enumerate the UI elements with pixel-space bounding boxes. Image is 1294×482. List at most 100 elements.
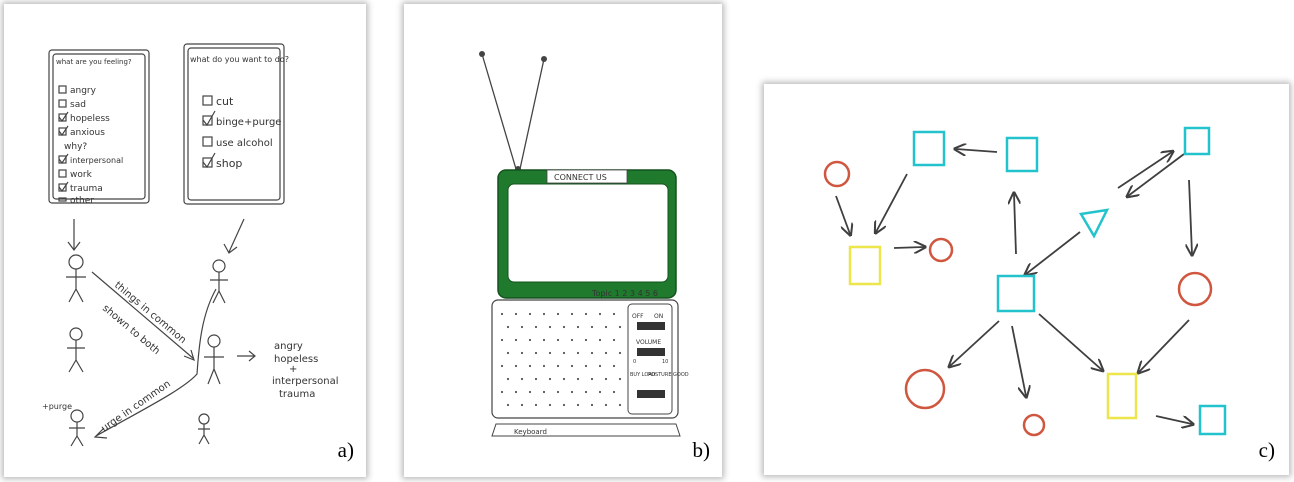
keyboard-dot: [549, 326, 551, 328]
keyboard-dot: [549, 352, 551, 354]
keyboard-dot: [563, 326, 565, 328]
mode-switch[interactable]: [637, 390, 665, 398]
keyboard-dot: [591, 352, 593, 354]
volume-max: 10: [662, 359, 668, 365]
keyboard-dot: [557, 391, 559, 393]
keyboard-dot: [599, 365, 601, 367]
result-line-3: +: [289, 364, 297, 375]
keyboard-dot: [599, 391, 601, 393]
result-line-1: angry: [274, 341, 303, 352]
reason-2: work: [70, 170, 93, 180]
keyboard-dot: [549, 378, 551, 380]
node-yellow-square: [850, 247, 880, 284]
sketch-panel-b: CONNECT US Topic 1 2 3 4 5 6 OFF ON VOLU…: [404, 4, 722, 477]
keyboard-dot: [571, 339, 573, 341]
keyboard-dot: [521, 404, 523, 406]
keyboard-dot: [557, 313, 559, 315]
keyboard-dot: [515, 313, 517, 315]
node-graph-sketch: [764, 84, 1289, 475]
keyboard-dot: [619, 326, 621, 328]
posture-good-label: POSTURE GOOD: [648, 372, 689, 378]
keyboard-dot: [563, 352, 565, 354]
keyboard-dot: [529, 313, 531, 315]
why-title: why?: [64, 142, 87, 152]
keyboard-dot: [577, 352, 579, 354]
sketch-panel-a: what are you feeling? angry sad hopeless…: [4, 4, 366, 477]
keyboard-dot: [577, 326, 579, 328]
keyboard-dot: [585, 391, 587, 393]
label-urge-in-common: urge in common: [99, 379, 172, 435]
keyboard-dot: [619, 352, 621, 354]
reason-1: interpersonal: [70, 156, 123, 165]
card-right-title: what do you want to do?: [190, 55, 289, 64]
switch-on-label: ON: [654, 313, 663, 320]
keyboard-dot: [543, 339, 545, 341]
keyboard-dot: [501, 365, 503, 367]
keyboard-dot: [591, 378, 593, 380]
keyboard-dot: [543, 391, 545, 393]
banner-text: CONNECT US: [554, 173, 607, 182]
result-line-4: interpersonal: [272, 376, 338, 387]
keyboard-dot: [501, 391, 503, 393]
keyboard-label: Keyboard: [514, 428, 547, 436]
reason-3: trauma: [70, 184, 103, 194]
keyboard-dot: [549, 404, 551, 406]
keyboard-dot: [585, 365, 587, 367]
keyboard-dot: [605, 326, 607, 328]
keyboard-dot: [619, 378, 621, 380]
action-1: cut: [216, 95, 234, 108]
keyboard-dot: [515, 365, 517, 367]
keyboard-dot: [577, 404, 579, 406]
keyboard-dot: [507, 326, 509, 328]
keyboard-dot: [613, 391, 615, 393]
feeling-3: hopeless: [70, 114, 110, 124]
volume-label: VOLUME: [636, 339, 661, 346]
panel-label-a: a): [338, 438, 354, 463]
keyboard-dot: [529, 339, 531, 341]
keyboard-dot: [543, 365, 545, 367]
volume-min: 0: [633, 359, 636, 365]
action-3: use alcohol: [216, 138, 273, 149]
keyboard-dot: [591, 404, 593, 406]
keyboard-dot: [557, 339, 559, 341]
action-4: shop: [216, 157, 242, 170]
node-cyan-triangle: [1081, 210, 1107, 236]
keyboard-dot: [501, 313, 503, 315]
keyboard-dot: [613, 339, 615, 341]
keyboard-dot: [571, 313, 573, 315]
keyboard-dot: [563, 378, 565, 380]
switch-off-label: OFF: [632, 313, 644, 320]
keyboard-dot: [507, 378, 509, 380]
keyboard-dot: [543, 313, 545, 315]
result-line-5: trauma: [279, 389, 315, 400]
keyboard-dot: [507, 404, 509, 406]
keyboard-dot: [557, 365, 559, 367]
keyboard-dot: [613, 313, 615, 315]
keyboard-dot: [507, 352, 509, 354]
keyboard-dot: [515, 339, 517, 341]
keyboard-dot: [599, 339, 601, 341]
keyboard-dot: [599, 313, 601, 315]
keyboard-dot: [585, 339, 587, 341]
keyboard-dot: [585, 313, 587, 315]
keyboard-dot: [501, 339, 503, 341]
keyboard-dot: [529, 365, 531, 367]
volume-slider[interactable]: [637, 348, 665, 356]
tv-prototype-sketch: CONNECT US Topic 1 2 3 4 5 6 OFF ON VOLU…: [404, 4, 722, 477]
label-things-in-common: things in common: [112, 280, 188, 346]
keyboard-dot: [605, 378, 607, 380]
keyboard-dot: [577, 378, 579, 380]
feeling-1: angry: [70, 86, 97, 96]
keyboard-dot: [605, 352, 607, 354]
paper-prototype-sketch-a: what are you feeling? angry sad hopeless…: [4, 4, 366, 477]
keyboard-dot: [521, 378, 523, 380]
keyboard-dot: [535, 404, 537, 406]
keyboard-dot: [521, 326, 523, 328]
keyboard-body: [492, 300, 678, 418]
keyboard-dot: [535, 378, 537, 380]
reason-4: other: [70, 196, 94, 206]
keyboard-dot: [619, 404, 621, 406]
sketch-panel-c: c): [764, 84, 1289, 475]
power-switch[interactable]: [637, 322, 665, 330]
card-left-title: what are you feeling?: [56, 58, 132, 66]
